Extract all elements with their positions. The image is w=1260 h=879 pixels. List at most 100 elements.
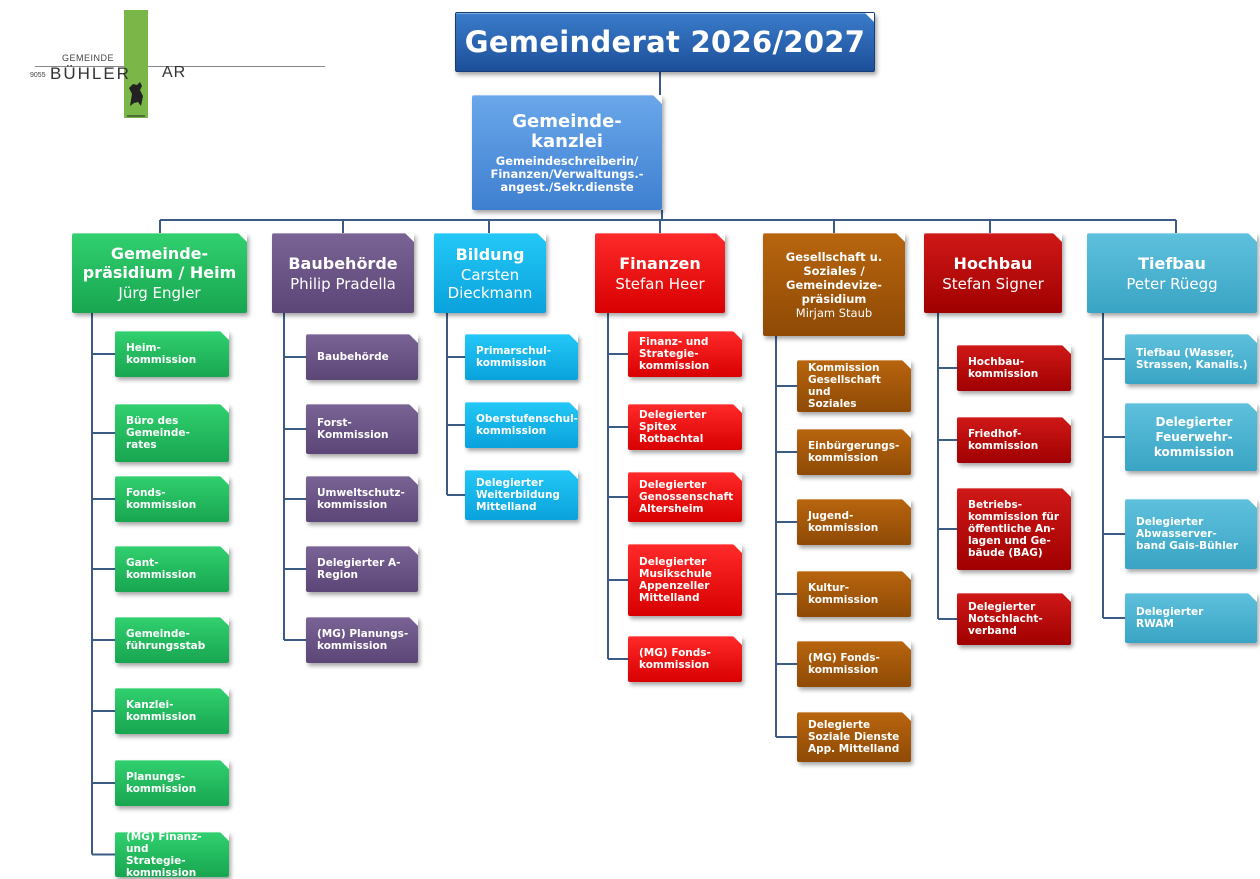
municipality-logo: GEMEINDE 9055 BÜHLER AR	[0, 0, 340, 130]
kanzlei-box: Gemeinde- kanzlei Gemeindeschreiberin/ F…	[472, 95, 662, 210]
department-box: Gesellschaft u. Soziales / Gemeindevize-…	[763, 233, 905, 336]
committee-label: Delegierter Weiterbildung Mittelland	[476, 477, 560, 513]
committee-box: Delegierter Notschlacht- verband	[957, 593, 1071, 645]
department-head: Philip Pradella	[290, 274, 396, 293]
committee-box: Friedhof- kommission	[957, 417, 1071, 463]
committee-label: (MG) Fonds- kommission	[808, 652, 880, 676]
committee-label: Delegierte Soziale Dienste App. Mittella…	[808, 719, 900, 755]
committee-label: Kultur- kommission	[808, 582, 879, 606]
committee-label: Delegierter A- Region	[317, 557, 401, 581]
committee-label: Büro des Gemeinde- rates	[126, 415, 190, 451]
committee-box: Kultur- kommission	[797, 571, 911, 617]
department-head: Peter Rüegg	[1126, 274, 1218, 293]
logo-canton: AR	[162, 64, 187, 81]
committee-label: Umweltschutz- kommission	[317, 487, 405, 511]
committee-box: (MG) Fonds- kommission	[797, 641, 911, 687]
committee-label: Kanzlei- kommission	[126, 699, 197, 723]
committee-box: Einbürgerungs- kommission	[797, 429, 911, 475]
committee-label: (MG) Fonds- kommission	[639, 647, 711, 671]
committee-label: Friedhof- kommission	[968, 428, 1039, 452]
committee-box: Büro des Gemeinde- rates	[115, 404, 229, 462]
committee-box: Delegierte Soziale Dienste App. Mittella…	[797, 712, 911, 762]
committee-label: Betriebs- kommission für öffentliche An-…	[968, 499, 1060, 559]
committee-label: Hochbau- kommission	[968, 356, 1039, 380]
committee-box: Planungs- kommission	[115, 760, 229, 806]
committee-box: Betriebs- kommission für öffentliche An-…	[957, 488, 1071, 570]
council-title-box: Gemeinderat 2026/2027	[455, 12, 875, 72]
department-name: Gesellschaft u. Soziales / Gemeindevize-…	[785, 249, 883, 306]
committee-label: Baubehörde	[317, 351, 389, 363]
committee-box: Delegierter Musikschule Appenzeller Mitt…	[628, 544, 742, 616]
council-title: Gemeinderat 2026/2027	[464, 25, 866, 59]
committee-box: Forst- Kommission	[306, 404, 418, 454]
committee-label: (MG) Finanz- und Strategie- kommission	[126, 830, 202, 879]
committee-label: Forst- Kommission	[317, 417, 389, 441]
committee-label: Delegierter Spitex Rotbachtal	[639, 409, 707, 445]
committee-label: Planungs- kommission	[126, 771, 197, 795]
committee-label: Delegierter Notschlacht- verband	[968, 601, 1043, 637]
committee-label: Finanz- und Strategie- kommission	[639, 336, 710, 372]
committee-box: (MG) Fonds- kommission	[628, 636, 742, 682]
committee-label: (MG) Planungs- kommission	[317, 628, 409, 652]
logo-town-name: BÜHLER	[50, 64, 131, 83]
logo-rule	[35, 66, 325, 67]
kanzlei-title: Gemeinde- kanzlei	[512, 110, 622, 152]
committee-box: (MG) Planungs- kommission	[306, 617, 418, 663]
kanzlei-subtitle: Gemeindeschreiberin/ Finanzen/Verwaltung…	[490, 153, 644, 194]
committee-label: Oberstufenschul- kommission	[476, 413, 579, 437]
committee-box: Kanzlei- kommission	[115, 688, 229, 734]
committee-label: Fonds- kommission	[126, 487, 197, 511]
committee-label: Gemeinde- führungsstab	[126, 628, 206, 652]
committee-box: Baubehörde	[306, 334, 418, 380]
committee-label: Einbürgerungs- kommission	[808, 440, 900, 464]
committee-label: Kommission Gesellschaft und Soziales	[808, 362, 881, 410]
department-name: Tiefbau	[1138, 253, 1206, 273]
committee-label: Primarschul- kommission	[476, 345, 552, 369]
committee-label: Delegierter RWAM	[1136, 606, 1204, 630]
committee-box: Finanz- und Strategie- kommission	[628, 331, 742, 377]
committee-box: Gemeinde- führungsstab	[115, 617, 229, 663]
department-head: Mirjam Staub	[795, 305, 873, 320]
department-name: Hochbau	[953, 253, 1033, 273]
department-head: Carsten Dieckmann	[447, 265, 533, 302]
committee-box: Gant- kommission	[115, 546, 229, 592]
committee-box: Delegierter Spitex Rotbachtal	[628, 404, 742, 450]
committee-box: Kommission Gesellschaft und Soziales	[797, 360, 911, 412]
logo-gemeinde-label: GEMEINDE	[62, 53, 115, 63]
department-name: Finanzen	[619, 253, 701, 273]
committee-box: Delegierter Abwasserver- band Gais-Bühle…	[1125, 499, 1257, 569]
committee-box: Delegierter RWAM	[1125, 593, 1257, 643]
committee-box: (MG) Finanz- und Strategie- kommission	[115, 830, 229, 879]
committee-box: Tiefbau (Wasser, Strassen, Kanalis.)	[1125, 334, 1257, 384]
department-head: Stefan Signer	[942, 274, 1044, 293]
committee-label: Tiefbau (Wasser, Strassen, Kanalis.)	[1136, 347, 1248, 371]
committee-box: Jugend- kommission	[797, 499, 911, 545]
committee-label: Heim- kommission	[126, 342, 197, 366]
logo-postal-code: 9055	[30, 72, 46, 79]
department-name: Bildung	[455, 244, 525, 264]
committee-label: Gant- kommission	[126, 557, 197, 581]
committee-box: Delegierter A- Region	[306, 546, 418, 592]
committee-box: Primarschul- kommission	[465, 334, 578, 380]
department-name: Gemeinde- präsidium / Heim	[82, 244, 237, 282]
committee-label: Delegierter Musikschule Appenzeller Mitt…	[639, 556, 712, 604]
committee-label: Delegierter Genossenschaft Altersheim	[639, 479, 734, 515]
bear-icon	[124, 76, 148, 118]
department-head: Jürg Engler	[118, 284, 201, 302]
department-name: Baubehörde	[288, 253, 398, 273]
committee-box: Delegierter Genossenschaft Altersheim	[628, 472, 742, 522]
committee-box: Fonds- kommission	[115, 476, 229, 522]
committee-box: Hochbau- kommission	[957, 345, 1071, 391]
committee-box: Oberstufenschul- kommission	[465, 402, 578, 448]
committee-box: Heim- kommission	[115, 331, 229, 377]
department-head: Stefan Heer	[615, 274, 705, 293]
committee-box: Delegierter Feuerwehr- kommission	[1125, 403, 1257, 471]
committee-box: Delegierter Weiterbildung Mittelland	[465, 470, 578, 520]
